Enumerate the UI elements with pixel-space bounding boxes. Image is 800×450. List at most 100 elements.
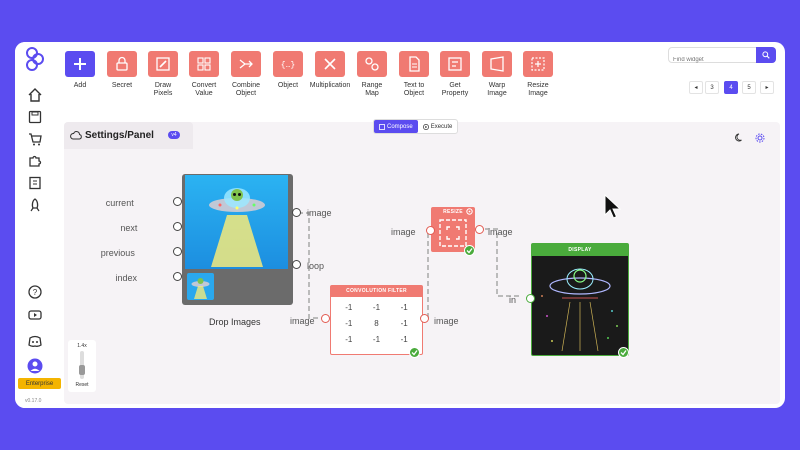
toolbar-item-combine-object[interactable]: Combine Object (221, 51, 271, 98)
convolution-cell[interactable]: -1 (345, 334, 353, 344)
resize-output-port[interactable] (475, 225, 484, 234)
check-icon (620, 350, 627, 356)
zoom-slider[interactable] (79, 351, 85, 379)
multiplication-button[interactable] (315, 51, 345, 77)
toolbar-item-resize-image[interactable]: Resize Image (513, 51, 563, 98)
pagination-next[interactable]: ▸ (760, 81, 774, 94)
help-icon[interactable]: ? (25, 282, 45, 302)
widget-search-input[interactable] (669, 53, 753, 67)
dark-mode-icon[interactable] (735, 133, 744, 142)
combine-object-button[interactable] (231, 51, 261, 77)
zoom-slider-handle[interactable] (79, 365, 85, 375)
grid-icon (197, 57, 211, 71)
convolution-cell[interactable]: 8 (374, 318, 379, 328)
toolbar-item-text-to-object[interactable]: Text to Object (389, 51, 439, 98)
rocket-icon[interactable] (25, 195, 45, 215)
resize-title: RESIZE (443, 209, 463, 215)
drop-images-thumbnail[interactable] (187, 273, 214, 300)
alien-thumbnail-icon (191, 278, 210, 299)
display-input-port[interactable] (526, 294, 535, 303)
pagination-page-3[interactable]: 3 (705, 81, 719, 94)
youtube-icon[interactable] (25, 305, 45, 325)
user-avatar-icon[interactable] (25, 356, 45, 376)
toolbar-item-multiplication[interactable]: Multiplication (305, 51, 355, 90)
display-success-check (618, 347, 629, 358)
toolbar-item-get-property[interactable]: Get Property (430, 51, 480, 98)
resize-node[interactable]: RESIZE (431, 207, 475, 252)
draw-pixels-button[interactable] (148, 51, 178, 77)
drop-images-current-input-port[interactable] (173, 197, 182, 206)
convolution-success-check (409, 347, 420, 358)
convert-value-button[interactable] (189, 51, 219, 77)
warp-icon (490, 56, 504, 72)
search-button[interactable] (756, 47, 776, 63)
display-input-label: in (509, 295, 517, 305)
drop-images-loop-output-port[interactable] (292, 260, 301, 269)
toolbar-item-convert-value[interactable]: Convert Value (179, 51, 229, 98)
drop-images-next-input-port[interactable] (173, 222, 182, 231)
book-icon[interactable] (25, 173, 45, 193)
panel-title: Settings/Panel (85, 130, 154, 141)
sidebar: ? Enterprise v0.17.0 (15, 42, 61, 408)
resize-settings-icon[interactable] (466, 208, 473, 215)
pagination-page-4[interactable]: 4 (724, 81, 738, 94)
toolbar-item-warp-image[interactable]: Warp Image (472, 51, 522, 98)
drop-images-previous-input-port[interactable] (173, 247, 182, 256)
compose-icon (379, 123, 385, 130)
convolution-cell[interactable]: -1 (400, 318, 408, 328)
convolution-cell[interactable]: -1 (400, 302, 408, 312)
discord-icon[interactable] (25, 331, 45, 351)
object-label: Object (277, 82, 299, 89)
convolution-cell[interactable]: -1 (345, 318, 353, 328)
combine-object-label: Combine Object (231, 82, 260, 97)
warp-image-label: Warp Image (487, 82, 507, 97)
cart-icon[interactable] (25, 129, 45, 149)
zoom-level: 1.4x (77, 343, 87, 349)
convolution-cell[interactable]: -1 (400, 334, 408, 344)
add-button[interactable] (65, 51, 95, 77)
range-map-button[interactable] (357, 51, 387, 77)
warp-image-button[interactable] (482, 51, 512, 77)
drop-images-title: Drop Images (209, 317, 261, 327)
convolution-cell[interactable]: -1 (372, 302, 381, 312)
toolbar-item-range-map[interactable]: Range Map (347, 51, 397, 98)
get-property-button[interactable] (440, 51, 470, 77)
drop-images-image-output-label: image (307, 208, 332, 218)
plan-badge[interactable]: Enterprise (18, 378, 61, 389)
convolution-cell[interactable]: -1 (345, 302, 353, 312)
mode-toggle: Compose Execute (373, 119, 459, 134)
display-node[interactable]: DISPLAY (531, 243, 629, 356)
check-icon (411, 350, 418, 356)
drop-images-node[interactable] (182, 174, 293, 305)
search-icon (762, 51, 770, 59)
toolbar-item-add[interactable]: Add (55, 51, 105, 90)
convolution-output-port[interactable] (420, 314, 429, 323)
drop-images-image-output-port[interactable] (292, 208, 301, 217)
convolution-input-port[interactable] (321, 314, 330, 323)
zoom-reset-button[interactable]: Reset (75, 382, 89, 388)
convolution-cell[interactable]: -1 (372, 334, 381, 344)
toolbar-item-object[interactable]: {…} Object (263, 51, 313, 90)
pagination-page-5[interactable]: 5 (742, 81, 756, 94)
settings-gear-icon[interactable] (755, 133, 765, 143)
resize-image-button[interactable] (523, 51, 553, 77)
drop-images-current-input-label: current (105, 198, 134, 208)
save-icon[interactable] (25, 107, 45, 127)
cloud-icon (70, 131, 82, 140)
execute-mode-button[interactable]: Execute (418, 120, 458, 133)
puzzle-icon[interactable] (25, 151, 45, 171)
secret-button[interactable] (107, 51, 137, 77)
object-button[interactable]: {…} (273, 51, 303, 77)
home-icon[interactable] (25, 85, 45, 105)
toolbar-item-secret[interactable]: Secret (97, 51, 147, 90)
drop-images-next-input-label: next (120, 223, 138, 233)
text-to-object-button[interactable] (399, 51, 429, 77)
pagination-prev[interactable]: ◂ (689, 81, 703, 94)
resize-input-port[interactable] (426, 226, 435, 235)
toolbar-item-draw-pixels[interactable]: Draw Pixels (138, 51, 188, 98)
compose-mode-button[interactable]: Compose (374, 120, 418, 133)
drop-images-index-input-port[interactable] (173, 272, 182, 281)
panel-tab[interactable]: Settings/Panel v4 (64, 122, 193, 149)
draw-pixels-label: Draw Pixels (153, 82, 173, 97)
